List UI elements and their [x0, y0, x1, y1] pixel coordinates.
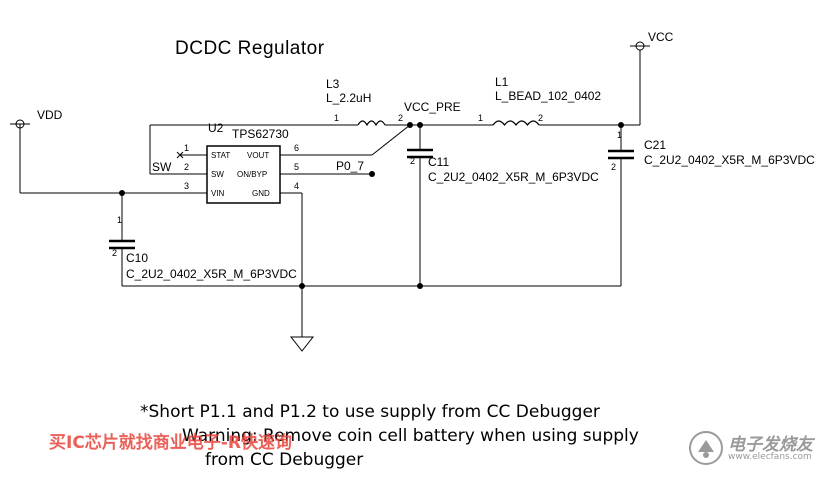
u2-pin6-number: 6 — [294, 143, 299, 153]
u2-part-label: TPS62730 — [232, 127, 289, 141]
c21-pin2-number: 2 — [611, 162, 616, 172]
watermark-brand: 电子发烧友 — [728, 435, 813, 455]
l1-ref-label: L1 — [495, 75, 509, 89]
l1-pin1-number: 1 — [478, 113, 483, 123]
vcc-power-symbol — [630, 41, 650, 51]
c11-capacitor — [407, 148, 433, 159]
vdd-net-label: VDD — [37, 108, 63, 122]
watermark-elecfans: 电子发烧友 www.elecfans.com — [686, 428, 826, 472]
c10-ref-label: C10 — [126, 251, 148, 265]
sw-net-label: SW — [152, 160, 172, 174]
vcc-net-label: VCC — [648, 30, 674, 44]
l3-value-label: L_2.2uH — [326, 91, 371, 105]
u2-ref-label: U2 — [208, 121, 224, 135]
u2-ic-body — [206, 145, 281, 204]
wires — [19, 50, 641, 337]
c10-value-label: C_2U2_0402_X5R_M_6P3VDC — [126, 267, 297, 281]
l3-pin1-number: 1 — [334, 113, 339, 123]
note-line-2: Warning: Remove coin cell battery when u… — [182, 426, 639, 446]
note-line-1: *Short P1.1 and P1.2 to use supply from … — [140, 402, 600, 422]
u2-pin5-number: 5 — [294, 162, 299, 172]
p0-7-net-label: P0_7 — [336, 159, 364, 173]
l3-inductor — [357, 120, 386, 127]
l3-pin2-number: 2 — [398, 113, 403, 123]
vdd-power-symbol — [10, 119, 30, 129]
u2-pin4-number: 4 — [294, 181, 299, 191]
c11-ref-label: C11 — [428, 155, 449, 169]
c10-pin2-number: 2 — [112, 248, 117, 258]
junction-dots — [119, 122, 624, 289]
c21-pin1-number: 1 — [617, 130, 622, 140]
elecfans-logo-icon — [689, 431, 723, 465]
l1-pin2-number: 2 — [538, 113, 543, 123]
ground-symbol — [289, 336, 315, 352]
watermark-url: www.elecfans.com — [728, 452, 812, 462]
c21-ref-label: C21 — [644, 138, 666, 152]
c11-value-label: C_2U2_0402_X5R_M_6P3VDC — [428, 170, 599, 184]
u2-pin1-number: 1 — [184, 143, 189, 153]
c11-pin2-number: 2 — [410, 156, 415, 166]
u2-pin3-number: 3 — [184, 181, 189, 191]
l1-inductor — [492, 120, 540, 127]
note-line-3: from CC Debugger — [205, 450, 364, 470]
watermark-left: 买IC芯片就找商业电子-R快速询 — [49, 433, 292, 453]
u2-pin-sw-name: SW — [211, 170, 224, 179]
no-connect-marker — [176, 151, 184, 159]
l1-value-label: L_BEAD_102_0402 — [495, 89, 601, 103]
u2-pin-vin-name: VIN — [211, 189, 225, 198]
u2-pin-onbyp-name: ON/BYP — [237, 170, 267, 179]
vcc-pre-net-label: VCC_PRE — [404, 100, 461, 114]
u2-pin2-number: 2 — [184, 162, 189, 172]
u2-pin-gnd-name: GND — [252, 189, 270, 198]
u2-pin-vout-name: VOUT — [247, 151, 269, 160]
c10-capacitor — [109, 239, 135, 250]
u2-pin-stat-name: STAT — [211, 151, 230, 160]
c21-value-label: C_2U2_0402_X5R_M_6P3VDC — [644, 153, 815, 167]
l3-ref-label: L3 — [326, 77, 340, 91]
c21-capacitor — [608, 149, 634, 160]
c10-pin1-number: 1 — [117, 215, 122, 225]
diagram-title: DCDC Regulator — [175, 38, 325, 59]
